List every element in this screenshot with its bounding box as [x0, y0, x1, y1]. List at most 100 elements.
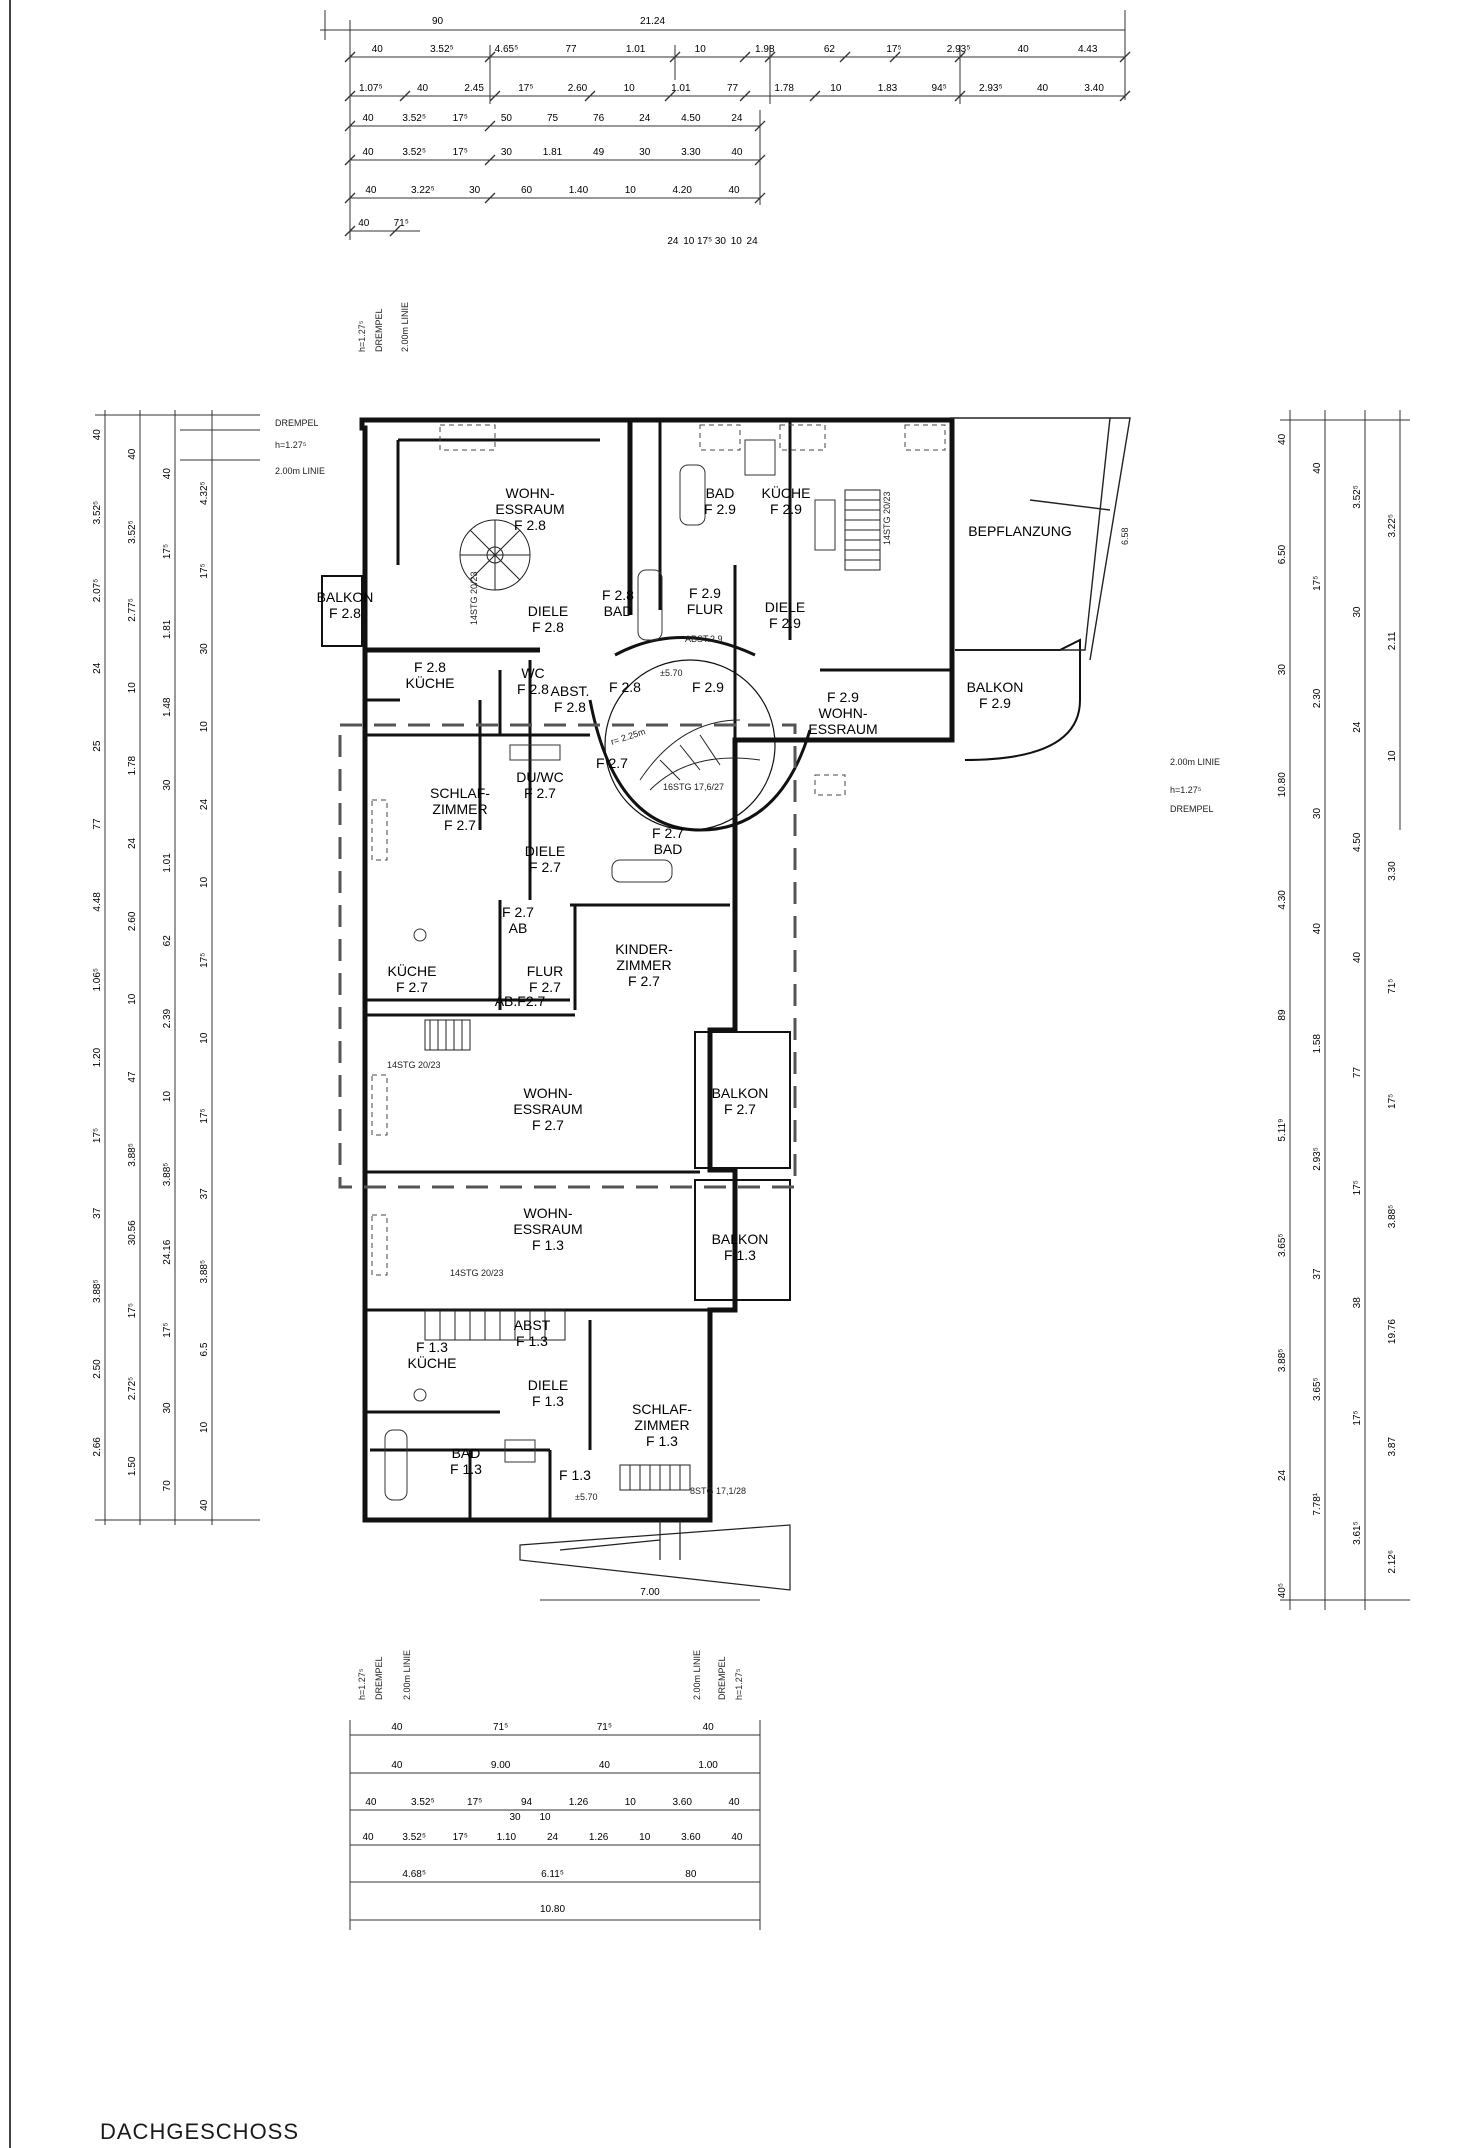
dim-right-label: 37: [1312, 1268, 1323, 1280]
dim-bottom-label: 71⁵: [597, 1722, 612, 1733]
dim-right-label: 3.65⁵: [1277, 1233, 1288, 1257]
dim-top-label: 76: [593, 113, 605, 124]
dim-left-label: 3.52⁵: [92, 501, 103, 525]
dim-left-label: 24: [127, 837, 138, 849]
dim-top-label: 71⁵: [394, 218, 409, 229]
room-label-line: SCHLAF-: [430, 785, 490, 801]
dim-left-label: 10: [199, 1421, 210, 1433]
room-label-f28: F 2.8: [609, 679, 641, 695]
dim-right-label: 17⁵: [1352, 1180, 1363, 1195]
vert-top-drempel: DREMPEL: [374, 308, 384, 352]
room-label-line: FLUR: [687, 601, 724, 617]
spiral-stair-28: [459, 519, 531, 591]
dim-left-label: 1.06⁵: [92, 968, 103, 992]
room-label-line: F 2.7: [596, 755, 628, 771]
room-label-line: F 2.8: [532, 619, 564, 635]
dim-left-label: 24: [92, 662, 103, 674]
dim-right-label: 6.50: [1277, 544, 1288, 564]
dim-bottom-label: 1.26: [569, 1797, 589, 1808]
dim-bottom-label: 1.10: [497, 1832, 517, 1843]
room-label-line: F 2.8: [602, 587, 634, 603]
dim-top-label: 10: [830, 83, 842, 94]
dim-top-label: 90: [432, 16, 444, 27]
dim-right-label: 2.93⁵: [1312, 1147, 1323, 1171]
dim-bottom-label: 3.60: [672, 1797, 692, 1808]
dimension-chains-right: [1280, 410, 1410, 1610]
dim-left-label: 17⁵: [162, 1322, 173, 1337]
room-label-line: F 2.9: [769, 615, 801, 631]
dim-left-label: 30: [199, 643, 210, 655]
room-label-line: F 1.3: [724, 1247, 756, 1263]
dim-bottom-label: 40: [599, 1760, 611, 1771]
dim-bottom-label: 3.60: [681, 1832, 701, 1843]
dim-right-label: 3.22⁵: [1387, 514, 1398, 538]
dim-top-label: 1.07⁵: [359, 83, 383, 94]
dim-top-label: 1.83: [878, 83, 898, 94]
dim-left-label: 77: [92, 818, 103, 830]
dim-bottom-label: 3.52⁵: [411, 1797, 435, 1808]
dim-top-label: 30: [469, 185, 481, 196]
dim-top-label: 10: [625, 185, 637, 196]
dim-left-label: 62: [162, 935, 173, 947]
dim-right-label: 3.52⁵: [1352, 485, 1363, 509]
dim-bottom-label: 3.52⁵: [402, 1832, 426, 1843]
abst29-note: ABST.2.9: [685, 634, 723, 644]
dim-bottom-label: 1.26: [589, 1832, 609, 1843]
dim-top-label: 40: [731, 147, 743, 158]
dim-right-label: 17⁵: [1387, 1094, 1398, 1109]
dim-bottom-label: 40: [731, 1832, 743, 1843]
dim-left-label: 40: [162, 468, 173, 480]
room-label-line: WOHN-: [506, 485, 555, 501]
room-label-f29: F 2.9: [692, 679, 724, 695]
vert-bl-drempel: DREMPEL: [374, 1656, 384, 1700]
dim-top-label: 17⁵: [453, 113, 468, 124]
room-label-line: KÜCHE: [405, 674, 454, 691]
dim-right-label: 3.61⁵: [1352, 1521, 1363, 1545]
dim-bottom-label: 71⁵: [493, 1722, 508, 1733]
dim-right-label: 30: [1312, 808, 1323, 820]
dim-top-label: 77: [565, 44, 577, 55]
dim-left-label: 2.07⁵: [92, 579, 103, 603]
dim-top-label: 40: [362, 113, 374, 124]
windows: [371, 424, 946, 1276]
dim-right-label: 1.58: [1312, 1034, 1323, 1054]
dim-left-label: 40: [92, 429, 103, 441]
room-label-line: F 2.9: [704, 501, 736, 517]
dimension-chains-left: [95, 410, 260, 1525]
drempel-h-tl: h=1.27⁵: [275, 440, 307, 450]
stair-note-13: 14STG 20/23: [450, 1268, 504, 1278]
stair-note-13b: 8STG 17,1/28: [690, 1486, 746, 1496]
room-label-line: F 1.3: [559, 1467, 591, 1483]
dim-right-label: 3.88⁵: [1277, 1349, 1288, 1373]
dim-right-label: 4.50: [1352, 832, 1363, 852]
room-label-line: F 2.9: [689, 585, 721, 601]
dim-right-label: 17⁵: [1312, 576, 1323, 591]
dim-right-label: 2.30: [1312, 688, 1323, 708]
drawing-title: DACHGESCHOSS: [100, 2119, 300, 2144]
dim-right-label: 38: [1352, 1297, 1363, 1309]
dim-right-label: 40: [1312, 923, 1323, 935]
dim-top-label: 1.01: [671, 83, 691, 94]
dim-top-label: 2.60: [568, 83, 588, 94]
room-label-line: F 1.3: [516, 1333, 548, 1349]
room-label-line: BAD: [706, 485, 735, 501]
dim-right-label: 40: [1312, 462, 1323, 474]
drempel-tl: DREMPEL: [275, 418, 319, 428]
entrance-canopy: [519, 1520, 791, 1591]
room-label-line: FLUR: [527, 963, 564, 979]
room-label-line: F 2.8: [514, 517, 546, 533]
dim-left-label: 6.5: [199, 1342, 210, 1356]
level-note-bottom: ±5.70: [575, 1492, 597, 1502]
dim-bottom-label: 80: [685, 1869, 697, 1880]
dim-bottom-label: 9.00: [491, 1760, 511, 1771]
dim-top-label: 17⁵: [453, 147, 468, 158]
dim-top-label: 60: [521, 185, 533, 196]
dim-top-label: 77: [727, 83, 739, 94]
